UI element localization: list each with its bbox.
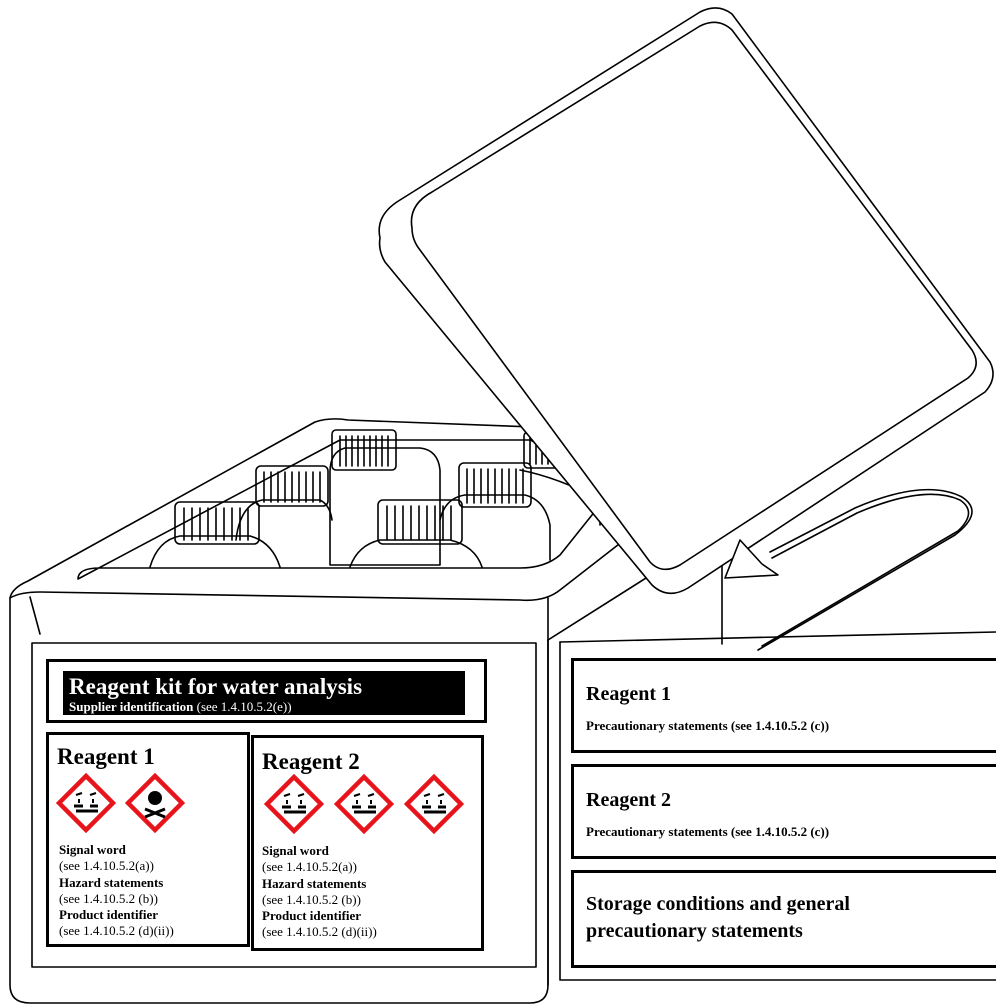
lid-reagent2-title: Reagent 2 <box>586 789 671 811</box>
reagent1-panel: Reagent 1 Signal word (see 1.4.10.5.2(a)… <box>46 732 250 947</box>
corrosion-pictogram-icon <box>404 774 464 834</box>
supplier-line: Supplier identification (see 1.4.10.5.2(… <box>69 699 292 715</box>
reagent1-product-ref: (see 1.4.10.5.2 (d)(ii)) <box>59 923 174 939</box>
corrosion-pictogram-icon <box>334 774 394 834</box>
kit-title-panel: Reagent kit for water analysis Supplier … <box>46 659 487 723</box>
skull-crossbones-pictogram-icon <box>125 773 185 833</box>
reagent1-text: Signal word (see 1.4.10.5.2(a)) Hazard s… <box>59 842 174 940</box>
reagent1-signal-ref: (see 1.4.10.5.2(a)) <box>59 858 174 874</box>
reagent1-hazard-ref: (see 1.4.10.5.2 (b)) <box>59 891 174 907</box>
lid-reagent1-title: Reagent 1 <box>586 683 671 705</box>
kit-title-bar: Reagent kit for water analysis Supplier … <box>63 671 465 715</box>
reagent2-text: Signal word (see 1.4.10.5.2(a)) Hazard s… <box>262 843 377 941</box>
reagent2-product: Product identifier <box>262 908 377 924</box>
reagent1-signal-word: Signal word <box>59 842 174 858</box>
reagent-bottles <box>150 430 600 567</box>
supplier-label: Supplier identification <box>69 699 193 714</box>
kit-title: Reagent kit for water analysis <box>69 675 362 698</box>
reagent2-hazard: Hazard statements <box>262 876 377 892</box>
lid-reagent2-panel: Reagent 2 Precautionary statements (see … <box>571 764 996 859</box>
kit-lid <box>379 8 993 593</box>
reagent2-signal-word: Signal word <box>262 843 377 859</box>
reagent2-title: Reagent 2 <box>262 750 360 773</box>
reagent2-hazard-ref: (see 1.4.10.5.2 (b)) <box>262 892 377 908</box>
supplier-ref: (see 1.4.10.5.2(e)) <box>193 699 291 714</box>
reagent1-hazard: Hazard statements <box>59 875 174 891</box>
reagent2-product-ref: (see 1.4.10.5.2 (d)(ii)) <box>262 924 377 940</box>
lid-reagent2-statements: Precautionary statements (see 1.4.10.5.2… <box>586 824 829 840</box>
reagent2-signal-ref: (see 1.4.10.5.2(a)) <box>262 859 377 875</box>
corrosion-pictogram-icon <box>56 773 116 833</box>
reagent1-product: Product identifier <box>59 907 174 923</box>
lid-reagent1-statements: Precautionary statements (see 1.4.10.5.2… <box>586 718 829 734</box>
reagent1-title: Reagent 1 <box>57 745 155 768</box>
storage-panel: Storage conditions and general precautio… <box>571 870 996 968</box>
lid-reagent1-panel: Reagent 1 Precautionary statements (see … <box>571 658 996 753</box>
storage-line-2: precautionary statements <box>586 920 803 942</box>
storage-line-1: Storage conditions and general <box>586 893 850 915</box>
reagent2-panel: Reagent 2 Signal word (see 1.4.10.5.2(a)… <box>251 735 484 951</box>
corrosion-pictogram-icon <box>264 774 324 834</box>
